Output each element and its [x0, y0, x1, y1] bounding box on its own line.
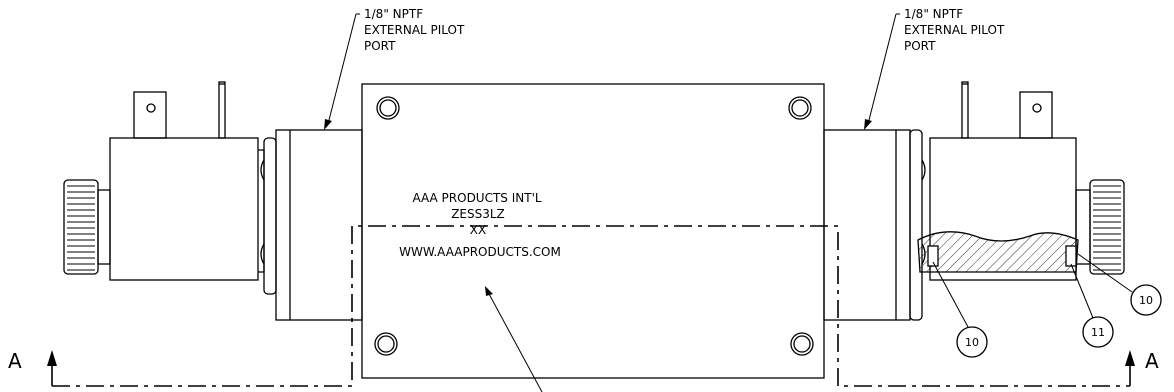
left-coil — [109, 137, 259, 281]
left-knob — [63, 179, 111, 275]
right-callout-line1: 1/8" NPTF — [904, 7, 963, 21]
nameplate: AAA PRODUCTS INT'L ZESS3LZ XX WWW.AAAPRO… — [399, 191, 561, 259]
left-callout-line2: EXTERNAL PILOT — [364, 23, 465, 37]
balloon-leaders — [932, 253, 1133, 328]
left-ground-pin — [218, 81, 226, 139]
balloon-10-right — [1130, 284, 1162, 316]
breakout-section — [917, 231, 1079, 273]
section-mark-left: A — [8, 349, 22, 373]
right-callout: 1/8" NPTF EXTERNAL PILOT PORT — [904, 7, 1005, 53]
left-callout-line3: PORT — [364, 39, 396, 53]
left-solenoid — [63, 81, 363, 321]
nameplate-line4: WWW.AAAPRODUCTS.COM — [399, 245, 561, 259]
balloon-10-right-label: 10 — [1139, 294, 1153, 307]
right-callout-leader — [867, 13, 900, 125]
left-operator-body — [275, 129, 363, 321]
left-callout: 1/8" NPTF EXTERNAL PILOT PORT — [364, 7, 465, 53]
right-callout-line2: EXTERNAL PILOT — [904, 23, 1005, 37]
nameplate-line2: ZESS3LZ — [451, 207, 505, 221]
left-callout-line1: 1/8" NPTF — [364, 7, 423, 21]
section-arrow-left — [47, 350, 57, 366]
section-arrow-right — [1125, 350, 1135, 366]
right-solenoid — [823, 81, 1125, 321]
right-knob — [1075, 179, 1125, 275]
right-ground-pin — [961, 81, 969, 139]
balloon-10-left-label: 10 — [965, 336, 979, 349]
left-callout-leader — [327, 13, 360, 125]
balloon-11 — [1082, 316, 1114, 348]
right-operator-body — [823, 129, 911, 321]
balloon-11-label: 11 — [1091, 326, 1105, 339]
nameplate-line3: XX — [470, 223, 486, 237]
section-mark-right: A — [1145, 349, 1159, 373]
nameplate-leader — [487, 291, 543, 392]
valve-body — [361, 83, 825, 379]
right-callout-line3: PORT — [904, 39, 936, 53]
nameplate-line1: AAA PRODUCTS INT'L — [412, 191, 541, 205]
left-terminal-tab — [133, 91, 167, 139]
right-terminal-tab — [1019, 91, 1053, 139]
balloon-10-left — [956, 326, 988, 358]
